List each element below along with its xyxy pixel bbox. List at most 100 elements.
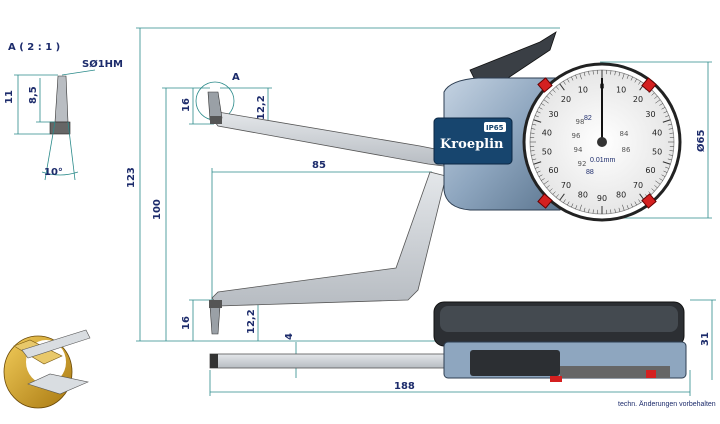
dial-tick [665, 115, 670, 118]
dial-inner-bottom: 88 [586, 169, 594, 176]
dial-tick [546, 185, 550, 189]
dim-lower-tip-height: 16 [181, 316, 192, 330]
brass-ring-illustration [3, 329, 91, 409]
dial-number: 60 [645, 166, 655, 175]
dial-tick [575, 205, 578, 210]
dial-tick [559, 193, 565, 201]
upper-arm [211, 111, 445, 167]
dial-ticks [530, 70, 674, 214]
dial-tick [530, 150, 535, 152]
dial-tick [546, 95, 550, 99]
dial-tick [661, 174, 666, 177]
dial-tick [549, 188, 553, 192]
dial-tick [659, 178, 663, 181]
dial-tick [588, 71, 590, 76]
dial-inner-number: 84 [620, 130, 629, 138]
dial-number: 40 [542, 128, 552, 137]
dial-tick [592, 70, 594, 75]
dial-tick [538, 107, 543, 110]
dial-tick [655, 180, 661, 185]
dial-tick [668, 128, 673, 130]
dial-number: 80 [616, 191, 626, 200]
dial-tick [659, 103, 663, 106]
upper-tip-base [210, 116, 222, 124]
dial-tick [555, 86, 559, 90]
dim-arm-thickness: 4 [284, 333, 295, 340]
tip-leader-line [61, 69, 96, 76]
dial-tick [634, 78, 637, 83]
dial-tick [579, 204, 582, 211]
dial-tick [567, 201, 570, 206]
dial-tick [531, 154, 536, 156]
dial-number: 90 [597, 194, 607, 203]
dim-depth: 31 [700, 332, 711, 346]
side-red-marker [646, 370, 656, 378]
dial-tick [534, 166, 539, 169]
dial-inner-number: 92 [578, 160, 587, 168]
dial-tick [669, 132, 674, 134]
dim-reach: 85 [312, 160, 326, 171]
dial-tick [592, 209, 594, 214]
dial-tick [622, 204, 625, 211]
dial-tick [662, 161, 671, 165]
dial-tick [571, 76, 574, 81]
tolerance-marker-lower-left [537, 193, 553, 209]
dial-number: 20 [633, 95, 643, 104]
dial-number: 60 [548, 166, 558, 175]
dial-number: 20 [561, 95, 571, 104]
side-tip [210, 354, 218, 368]
dial-tick [552, 191, 556, 195]
dial-tick [555, 194, 559, 198]
dial-tick [533, 161, 542, 165]
dial-tick [638, 81, 641, 85]
dial-inner-top: 82 [584, 115, 592, 122]
dim-arm-span: 100 [152, 199, 163, 220]
dial-inner-number: 96 [572, 132, 581, 140]
dial-tick [531, 128, 536, 130]
detail-tip-cone [54, 75, 69, 123]
dial-tick [630, 76, 633, 81]
lower-arm [211, 171, 447, 307]
detail-angle-label: 10° [44, 167, 63, 178]
dim-total-length: 188 [394, 381, 415, 392]
dim-dial-diameter: Ø65 [695, 130, 707, 152]
tip-label: SØ1HM [82, 58, 123, 70]
dial-tick [583, 72, 586, 77]
dial-tick [618, 72, 621, 77]
dial-tick [541, 103, 545, 106]
dial-tick [626, 205, 629, 210]
dial-tick [663, 170, 668, 173]
side-arm [209, 353, 461, 369]
dial-number: 40 [652, 128, 662, 137]
dial-tick [610, 209, 612, 214]
dial-inner-number: 98 [576, 118, 585, 126]
dial-hub [597, 137, 607, 147]
dial-tick [654, 185, 658, 189]
dial-number: 10 [578, 85, 588, 94]
dial-tick [665, 166, 670, 169]
dial-tick [552, 89, 556, 93]
tolerance-marker-upper-right [641, 77, 657, 93]
dial-tick [536, 111, 541, 114]
dim-lower-tip-offset: 12,2 [246, 309, 257, 334]
dial-tick [651, 188, 655, 192]
dial-tick [638, 199, 641, 203]
dial-tick [575, 74, 578, 79]
dial-tick [563, 81, 566, 85]
side-bezel-knurl [560, 366, 670, 378]
side-red-marker-2 [550, 376, 562, 382]
dial-tick [614, 208, 616, 213]
ip-rating: IP65 [486, 124, 504, 132]
detail-inner-height-label: 8,5 [28, 86, 39, 104]
dial-number: 70 [561, 181, 571, 190]
detail-a-marker: A [232, 72, 240, 83]
dial-tick [614, 71, 616, 76]
dial-number: 50 [652, 148, 662, 157]
dial-tick [626, 74, 629, 79]
dial-tick [533, 119, 542, 123]
dial-number: 70 [633, 181, 643, 190]
dial-tick [532, 158, 537, 161]
dial-tick [651, 92, 655, 96]
dial-tick [541, 178, 545, 181]
dial-tick [559, 83, 565, 91]
